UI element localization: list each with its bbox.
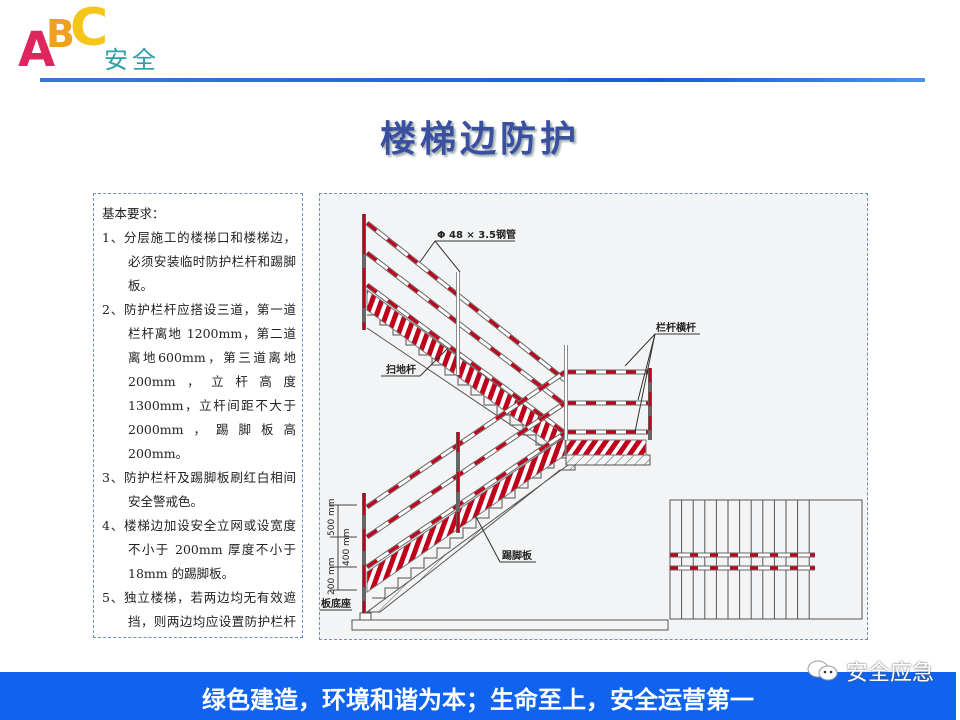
base-slab [351, 619, 669, 631]
logo-letter-c: C [70, 0, 109, 58]
requirement-item: 4、楼梯边加设安全立网或设宽度不小于 200mm 厚度不小于 18mm 的踢脚板… [102, 518, 296, 581]
logo-letter-a: A [18, 22, 56, 78]
guard-posts [362, 214, 652, 613]
leader-lines [320, 240, 700, 611]
watermark-text: 安全应急 [846, 661, 935, 686]
requirements-box: 基本要求： 1、分层施工的楼梯口和楼梯边，必须安装临时防护栏杆和踢脚板。 2、防… [93, 193, 303, 638]
page-title: 楼梯边防护 [379, 118, 580, 160]
dimension-label-400: 400 mm [342, 528, 352, 566]
label-toe-board: 踢脚板 [502, 549, 533, 562]
dimension-marks [330, 504, 357, 591]
lower-toe-board [366, 436, 566, 593]
logo: A B C 安全 [18, 0, 178, 78]
header-divider [40, 78, 925, 82]
label-steel-pipe: Φ 48 × 3.5钢管 [437, 228, 516, 241]
requirement-item: 5、独立楼梯，若两边均无有效遮挡，则两边均应设置防护栏杆和踢脚板。 [102, 590, 296, 629]
footer-slogan: 绿色建造，环境和谐为本；生命至上，安全运营第一 [202, 685, 754, 714]
stair-drawing: 500 mm 400 mm 200 mm Φ 48 × 3.5钢管 栏杆横杆 扫… [320, 214, 863, 631]
logo-letter-b: B [46, 12, 75, 56]
label-base: 板底座 [321, 597, 351, 610]
rail [366, 370, 566, 509]
wechat-icon [807, 660, 838, 681]
logo-suffix: 安全 [104, 46, 160, 74]
rail [366, 401, 566, 539]
dimension-label-200: 200 mm [327, 557, 337, 595]
plan-view [669, 499, 863, 620]
label-crossbar: 栏杆横杆 [656, 321, 696, 334]
requirements-heading: 基本要求： [102, 206, 165, 221]
rail [366, 431, 566, 569]
label-sweep-bar: 扫地杆 [386, 363, 416, 376]
rail [366, 283, 566, 435]
lower-stair-stringer [365, 459, 576, 613]
requirement-item: 2、防护栏杆应搭设三道，第一道栏杆离地 1200mm，第二道离地600mm，第三… [102, 302, 296, 461]
landing-slab [565, 454, 651, 466]
rail [366, 221, 566, 382]
rail [366, 251, 566, 407]
base-seat [359, 612, 372, 621]
dimension-label-500: 500 mm [327, 498, 337, 536]
footer-bar: 绿色建造，环境和谐为本；生命至上，安全运营第一 [0, 672, 956, 720]
landing-toe-board [565, 439, 647, 456]
requirement-item: 1、分层施工的楼梯口和楼梯边，必须安装临时防护栏杆和踢脚板。 [102, 230, 296, 293]
guard-rails [365, 221, 650, 570]
lower-stair-steps [372, 457, 566, 599]
requirement-item: 3、防护栏杆及踢脚板刷红白相间安全警戒色。 [102, 470, 296, 509]
watermark: 安全应急 [806, 656, 934, 686]
